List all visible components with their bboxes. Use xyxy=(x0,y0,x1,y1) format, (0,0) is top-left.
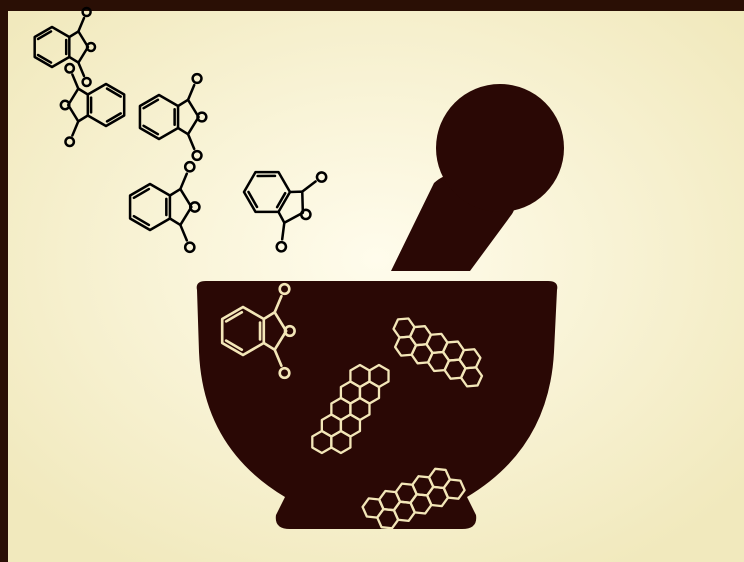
mortar-icon xyxy=(196,281,558,529)
pestle-icon xyxy=(391,84,564,271)
